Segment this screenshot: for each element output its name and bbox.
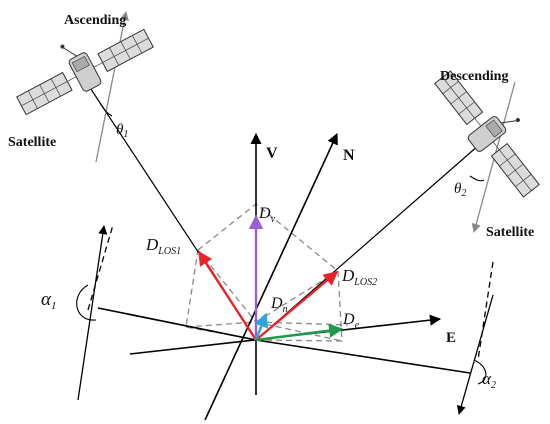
north-axis-label: N (343, 147, 355, 164)
vertical-axis-label: V (266, 145, 278, 162)
alpha1-arc (76, 284, 97, 321)
dashed-construction-lines (185, 203, 349, 342)
right-heading-line (456, 294, 494, 415)
los1-vector (197, 250, 258, 341)
descending-satellite-label: Satellite (486, 225, 534, 240)
dn-label: Dn (270, 295, 288, 315)
descending-label: Descending (440, 69, 508, 84)
right-ground-line (255, 339, 471, 374)
alpha2-arc (473, 359, 487, 385)
left-heading-line (77, 225, 108, 401)
angle-arcs (76, 102, 487, 385)
north-axis (204, 132, 338, 421)
alpha1-label: α1 (41, 289, 56, 312)
theta2-arc (469, 175, 485, 182)
north-component-vector (254, 312, 269, 341)
dlos1-label: DLOS1 (145, 235, 181, 257)
theta1-arc (99, 102, 113, 117)
ascending-label: Ascending (64, 13, 126, 28)
alpha2-label: α2 (482, 369, 496, 391)
right-heading-dashed (477, 261, 494, 361)
displacement-vectors (197, 214, 344, 342)
descending-satellite-icon (434, 70, 540, 198)
dlos2-label: DLOS2 (341, 266, 377, 288)
los-lines (84, 79, 488, 341)
los2-vector (255, 271, 339, 341)
east-axis-label: E (446, 330, 456, 346)
coordinate-axes (97, 132, 471, 421)
ascending-flight-arrow (95, 11, 129, 163)
de-label: De (342, 311, 360, 331)
dv-label: Dv (258, 205, 276, 225)
ascending-satellite-icon (16, 28, 154, 116)
left-heading-dashed (87, 224, 114, 311)
theta1-label: θ1 (116, 122, 128, 140)
ascending-satellite-label: Satellite (8, 135, 56, 150)
theta2-label: θ2 (454, 181, 466, 199)
left-ground-line (97, 307, 257, 341)
east-component-vector (255, 323, 344, 342)
